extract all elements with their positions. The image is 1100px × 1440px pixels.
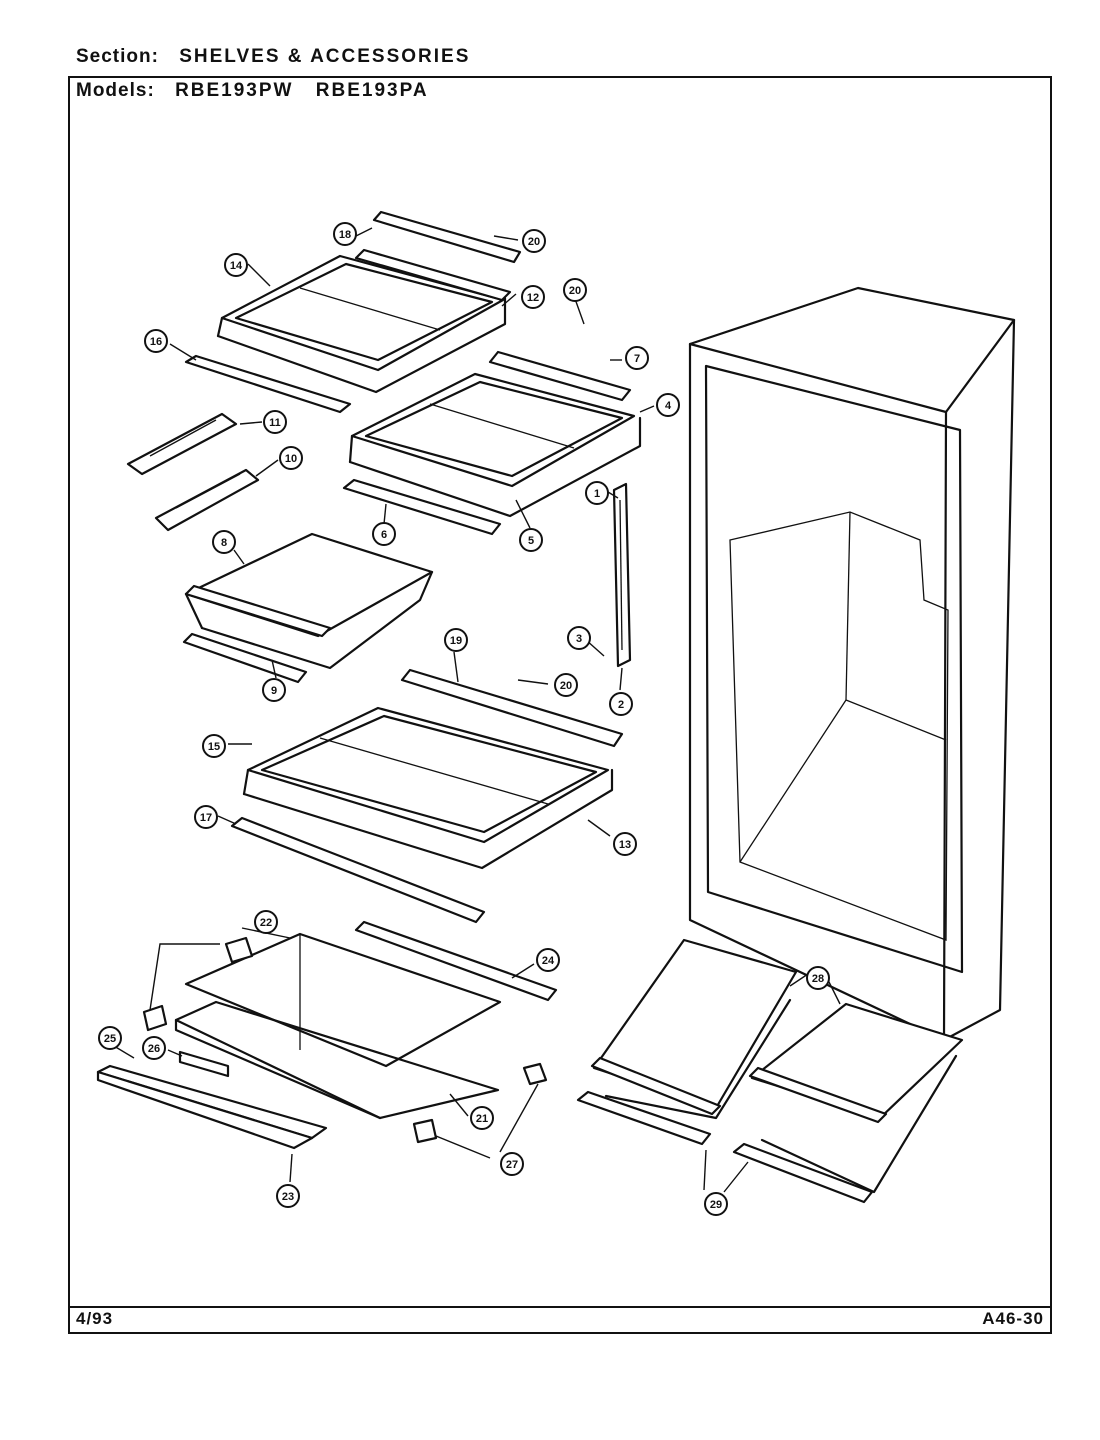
footer-code: A46-30: [982, 1309, 1044, 1328]
callout-label: 20: [560, 680, 572, 692]
callout-group: 1234567891011121314151617181920202021222…: [98, 222, 830, 1216]
callout-19: 19: [444, 628, 468, 652]
callout-2: 2: [609, 692, 633, 716]
refrigerator-cabinet: [688, 286, 1016, 1042]
shelf-support-10: [154, 468, 260, 532]
shelf-ladder: [612, 482, 632, 668]
callout-label: 12: [527, 292, 539, 304]
callout-23: 23: [276, 1184, 300, 1208]
callout-label: 20: [528, 236, 540, 248]
callout-20: 20: [554, 673, 578, 697]
models-label: Models:: [76, 80, 155, 101]
section-value: SHELVES & ACCESSORIES: [179, 46, 471, 67]
footer-rule: [68, 1306, 1052, 1308]
callout-10: 10: [279, 446, 303, 470]
callout-label: 7: [634, 353, 640, 365]
callout-label: 8: [221, 537, 227, 549]
crisper-drawer-left: [590, 938, 798, 1120]
shelf-support-11: [126, 412, 238, 476]
callout-22: 22: [254, 910, 278, 934]
callout-label: 27: [506, 1159, 518, 1171]
model-2: RBE193PA: [315, 80, 429, 101]
callout-label: 19: [450, 635, 462, 647]
lower-shelf-trim: [400, 668, 624, 748]
callout-20: 20: [563, 278, 587, 302]
callout-17: 17: [194, 805, 218, 829]
middle-shelf-front-trim: [342, 478, 502, 536]
callout-4: 4: [656, 393, 680, 417]
top-shelf-front-trim: [184, 354, 352, 414]
callout-label: 21: [476, 1113, 488, 1125]
crisper-drawer-right: [748, 1002, 964, 1194]
callout-label: 1: [594, 488, 600, 500]
callout-label: 22: [260, 917, 272, 929]
callout-label: 20: [569, 285, 581, 297]
footer-date: 4/93: [76, 1309, 114, 1328]
callout-label: 24: [542, 955, 555, 967]
front-panel: [96, 1064, 328, 1150]
callout-13: 13: [613, 832, 637, 856]
callout-5: 5: [519, 528, 543, 552]
callout-label: 26: [148, 1043, 160, 1055]
lower-shelf: [242, 706, 614, 870]
callout-6: 6: [372, 522, 396, 546]
middle-shelf-trim: [488, 350, 632, 402]
callout-label: 15: [208, 741, 220, 753]
drawer-8: [184, 532, 434, 670]
callout-18: 18: [333, 222, 357, 246]
callout-20: 20: [522, 229, 546, 253]
callout-21: 21: [470, 1106, 494, 1130]
model-1: RBE193PW: [175, 80, 294, 101]
middle-shelf: [348, 372, 642, 518]
top-shelf-trim: [372, 210, 522, 264]
callout-7: 7: [625, 346, 649, 370]
callout-25: 25: [98, 1026, 122, 1050]
section-header: Section: SHELVES & ACCESSORIES: [76, 46, 470, 68]
callout-11: 11: [263, 410, 287, 434]
callout-label: 23: [282, 1191, 294, 1203]
callout-14: 14: [224, 253, 248, 277]
callout-28: 28: [806, 966, 830, 990]
callout-label: 2: [618, 699, 624, 711]
callout-9: 9: [262, 678, 286, 702]
callout-8: 8: [212, 530, 236, 554]
callout-16: 16: [144, 329, 168, 353]
callout-27: 27: [500, 1152, 524, 1176]
callout-label: 25: [104, 1033, 116, 1045]
callout-label: 5: [528, 535, 534, 547]
callout-label: 9: [271, 685, 277, 697]
section-label: Section:: [76, 46, 159, 67]
callout-24: 24: [536, 948, 560, 972]
callout-label: 28: [812, 973, 824, 985]
callout-label: 18: [339, 229, 351, 241]
models-header: Models: RBE193PW RBE193PA: [76, 80, 429, 102]
callout-3: 3: [567, 626, 591, 650]
callout-label: 29: [710, 1199, 722, 1211]
drawer-8-rail: [182, 632, 308, 684]
callout-12: 12: [521, 285, 545, 309]
callout-label: 11: [269, 417, 281, 429]
top-shelf: [216, 248, 512, 394]
callout-label: 16: [150, 336, 162, 348]
callout-label: 3: [576, 633, 582, 645]
callout-15: 15: [202, 734, 226, 758]
lower-shelf-front-trim: [230, 816, 486, 924]
callout-label: 6: [381, 529, 387, 541]
diagram-frame: [68, 76, 1052, 1334]
callout-29: 29: [704, 1192, 728, 1216]
crisper-rails: [576, 1090, 874, 1204]
callout-label: 10: [285, 453, 297, 465]
crisper-cover: [184, 932, 502, 1068]
callout-26: 26: [142, 1036, 166, 1060]
callout-label: 4: [665, 400, 672, 412]
callout-label: 13: [619, 839, 631, 851]
crisper-frame: [174, 1000, 500, 1120]
callout-label: 14: [230, 260, 243, 272]
callout-1: 1: [585, 481, 609, 505]
callout-label: 17: [200, 812, 212, 824]
crisper-cover-trim: [354, 920, 558, 1002]
bracket-clips: [142, 936, 548, 1144]
panel-clip: [178, 1050, 230, 1078]
